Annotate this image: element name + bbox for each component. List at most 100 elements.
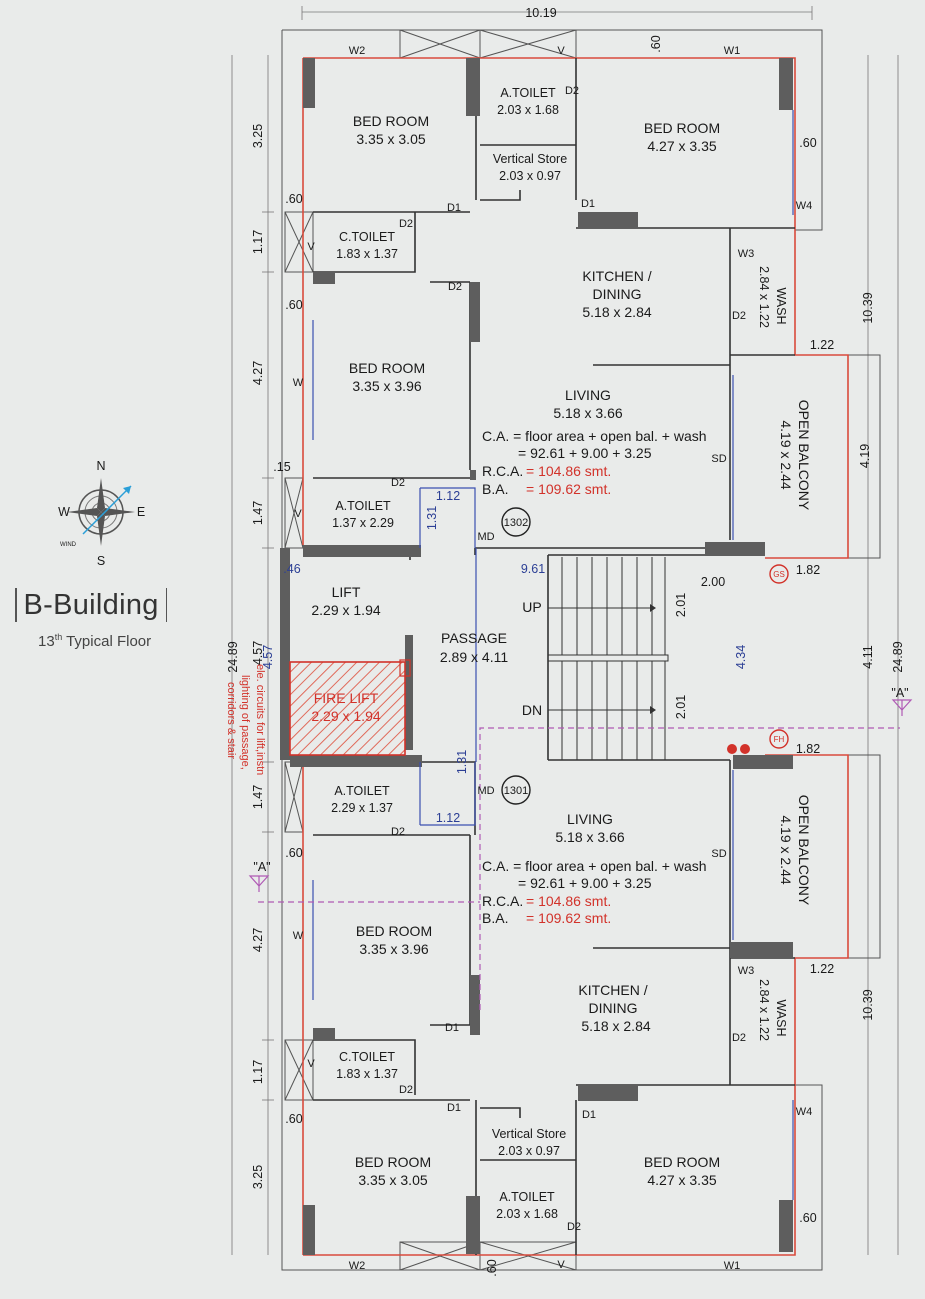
room-b-wash-size: 2.84 x 1.22 [757,979,771,1041]
dim-201-top: 2.01 [674,593,688,617]
window-w3-top: W3 [738,248,755,260]
room-b-living-name: LIVING [567,811,613,827]
dim-15: .15 [273,460,290,474]
building-title: B-Building [8,585,174,625]
core-lift-size: 2.29 x 1.94 [311,602,380,618]
room-atoilet2-size: 1.37 x 2.29 [332,516,394,530]
room-b-bed3-size: 3.35 x 3.96 [359,941,428,957]
area-ca-values-top: = 92.61 + 9.00 + 3.25 [518,445,652,461]
door-d1-a: D1 [447,202,461,214]
dim-112-bottom: 1.12 [436,811,460,825]
door-d1-c: D1 [445,1022,459,1034]
title-bar-left [15,588,17,622]
area-rca-label-top: R.C.A. [482,463,523,479]
room-balcony-name: OPEN BALCONY [796,400,812,511]
dim-left-total: 24.89 [226,641,240,672]
floor-suffix: th [54,632,63,642]
title-bar-right [165,588,168,622]
compass-wind: WIND [60,542,77,548]
unit-1302-label: 1302 [504,517,528,529]
core-firelift-name: FIRE LIFT [314,690,379,706]
dim-147-bottom: 1.47 [251,785,265,809]
dim-60-c: .60 [285,846,302,860]
dim-46: .46 [283,562,300,576]
room-b-bed1-name: BED ROOM [355,1154,431,1170]
dim-131-top: 1.31 [425,506,439,530]
dim-117-bottom: 1.17 [251,1060,265,1084]
room-b-vstore-name: Vertical Store [492,1127,566,1141]
fh-label: FH [774,735,785,744]
dim-60-right-bottom: .60 [799,1211,816,1225]
room-atoilet1-name: A.TOILET [500,86,556,100]
dim-457-blue: 4.57 [261,645,275,669]
solid-walls [280,58,793,1255]
room-ctoilet-name: C.TOILET [339,230,395,244]
door-d2-c: D2 [448,281,462,293]
area-ba-value-top: = 109.62 smt. [526,481,611,497]
blue-dimensions [312,110,794,1200]
door-md-top: MD [477,531,494,543]
room-b-kitchen-size: 5.18 x 2.84 [581,1018,650,1034]
room-wash-size: 2.84 x 1.22 [757,266,771,328]
room-living-name: LIVING [565,387,611,403]
dim-60-top: .60 [649,35,663,52]
room-vstore-name: Vertical Store [493,152,567,166]
door-d2-a: D2 [565,85,579,97]
dim-122-top: 1.22 [810,338,834,352]
door-d2-b: D2 [399,218,413,230]
room-b-balcony-size: 4.19 x 2.44 [778,815,794,884]
room-b-atoilet1-name: A.TOILET [334,784,390,798]
dim-325-bottom: 3.25 [251,1165,265,1189]
door-md-bottom: MD [477,785,494,797]
core-lift-name: LIFT [332,584,361,600]
floor-number: 13 [38,633,55,650]
gs-marker [769,564,789,584]
room-b-vstore-size: 2.03 x 0.97 [498,1144,560,1158]
compass-e: E [137,505,145,519]
door-d2-e: D2 [391,477,405,489]
window-w3-bottom: W3 [738,965,755,977]
dim-top-width: 10.19 [525,6,556,20]
dim-434: 4.34 [734,645,748,669]
area-rca-value-top: = 104.86 smt. [526,463,611,479]
dim-60-right-top: .60 [799,136,816,150]
dim-117-top: 1.17 [251,230,265,254]
door-d1-d: D1 [447,1102,461,1114]
room-living-size: 5.18 x 3.66 [553,405,622,421]
dimension-lines [231,6,899,1255]
window-w4-bottom: W4 [796,1106,813,1118]
dim-201-bottom: 2.01 [674,695,688,719]
dim-right-total: 24.89 [891,641,905,672]
dim-427-bottom: 4.27 [251,928,265,952]
dim-427-top: 4.27 [251,361,265,385]
vent-v5: V [557,1259,565,1271]
area-ca-top: C.A. = floor area + open bal. + wash [482,428,707,444]
room-kitchen-name: KITCHEN / [582,268,651,284]
area-ba-value-bottom: = 109.62 smt. [526,910,611,926]
dim-411: 4.11 [861,645,875,668]
room-b-kitchen-name: KITCHEN / [578,982,647,998]
door-d2-g: D2 [732,1032,746,1044]
section-a-left: "A" [253,860,270,874]
area-rca-value-bottom: = 104.86 smt. [526,893,611,909]
compass-w: W [58,505,70,519]
room-b-bed2-size: 4.27 x 3.35 [647,1172,716,1188]
dim-961: 9.61 [521,562,545,576]
window-w1-top: W1 [724,45,741,57]
dim-131-bottom: 1.31 [455,750,469,774]
dim-325-top: 3.25 [251,124,265,148]
vent-v2: V [307,241,315,253]
floor-text: Typical Floor [62,633,152,650]
compass-n: N [96,459,105,473]
room-b-living-size: 5.18 x 3.66 [555,829,624,845]
vent-v3: V [294,508,302,520]
window-w-b: W [293,930,304,942]
room-kitchen-size: 5.18 x 2.84 [582,304,651,320]
core-firelift-size: 2.29 x 1.94 [311,708,380,724]
room-bed1-name: BED ROOM [353,113,429,129]
room-b-bed1-size: 3.35 x 3.05 [358,1172,427,1188]
dim-60-a: .60 [285,192,302,206]
window-w4-top: W4 [796,200,813,212]
door-d2-d: D2 [732,310,746,322]
